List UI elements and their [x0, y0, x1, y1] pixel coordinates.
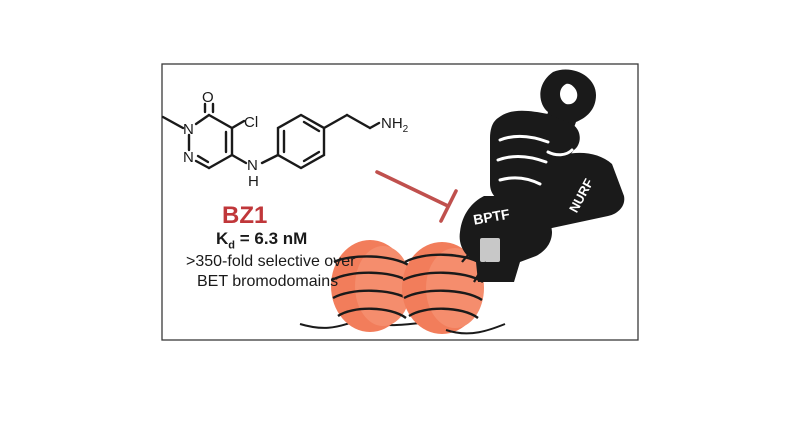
- atom-chlorine: Cl: [244, 114, 259, 131]
- nucleosome-right: [402, 242, 484, 334]
- inhibition-symbol: [375, 170, 458, 223]
- kd-value: Kd = 6.3 nM: [216, 229, 307, 251]
- compound-name: BZ1: [222, 202, 268, 229]
- figure-frame: [161, 63, 639, 341]
- selectivity-line-2: BET bromodomains: [197, 273, 339, 290]
- atom-oxygen: O: [202, 89, 214, 106]
- terminal-amine-sub: 2: [402, 124, 409, 135]
- atom-amine-h: H: [248, 173, 259, 190]
- bromodomain: [480, 238, 500, 262]
- nurf-arm: [535, 152, 625, 229]
- fist-creases: [496, 134, 574, 186]
- selectivity-line-1: >350-fold selective over: [186, 253, 356, 270]
- atom-terminal-amine: NH2: [381, 115, 408, 135]
- chromatin: [299, 240, 506, 335]
- kd-symbol: K: [216, 229, 229, 248]
- atom-amine-linker: N: [247, 157, 258, 174]
- atom-nitrogen-2: N: [183, 149, 194, 166]
- terminal-amine-nh: NH: [381, 115, 403, 132]
- kd-number: = 6.3 nM: [235, 229, 308, 248]
- kd-sub: d: [228, 239, 236, 252]
- atom-nitrogen-1: N: [183, 121, 194, 138]
- molecule-bonds: [161, 102, 381, 170]
